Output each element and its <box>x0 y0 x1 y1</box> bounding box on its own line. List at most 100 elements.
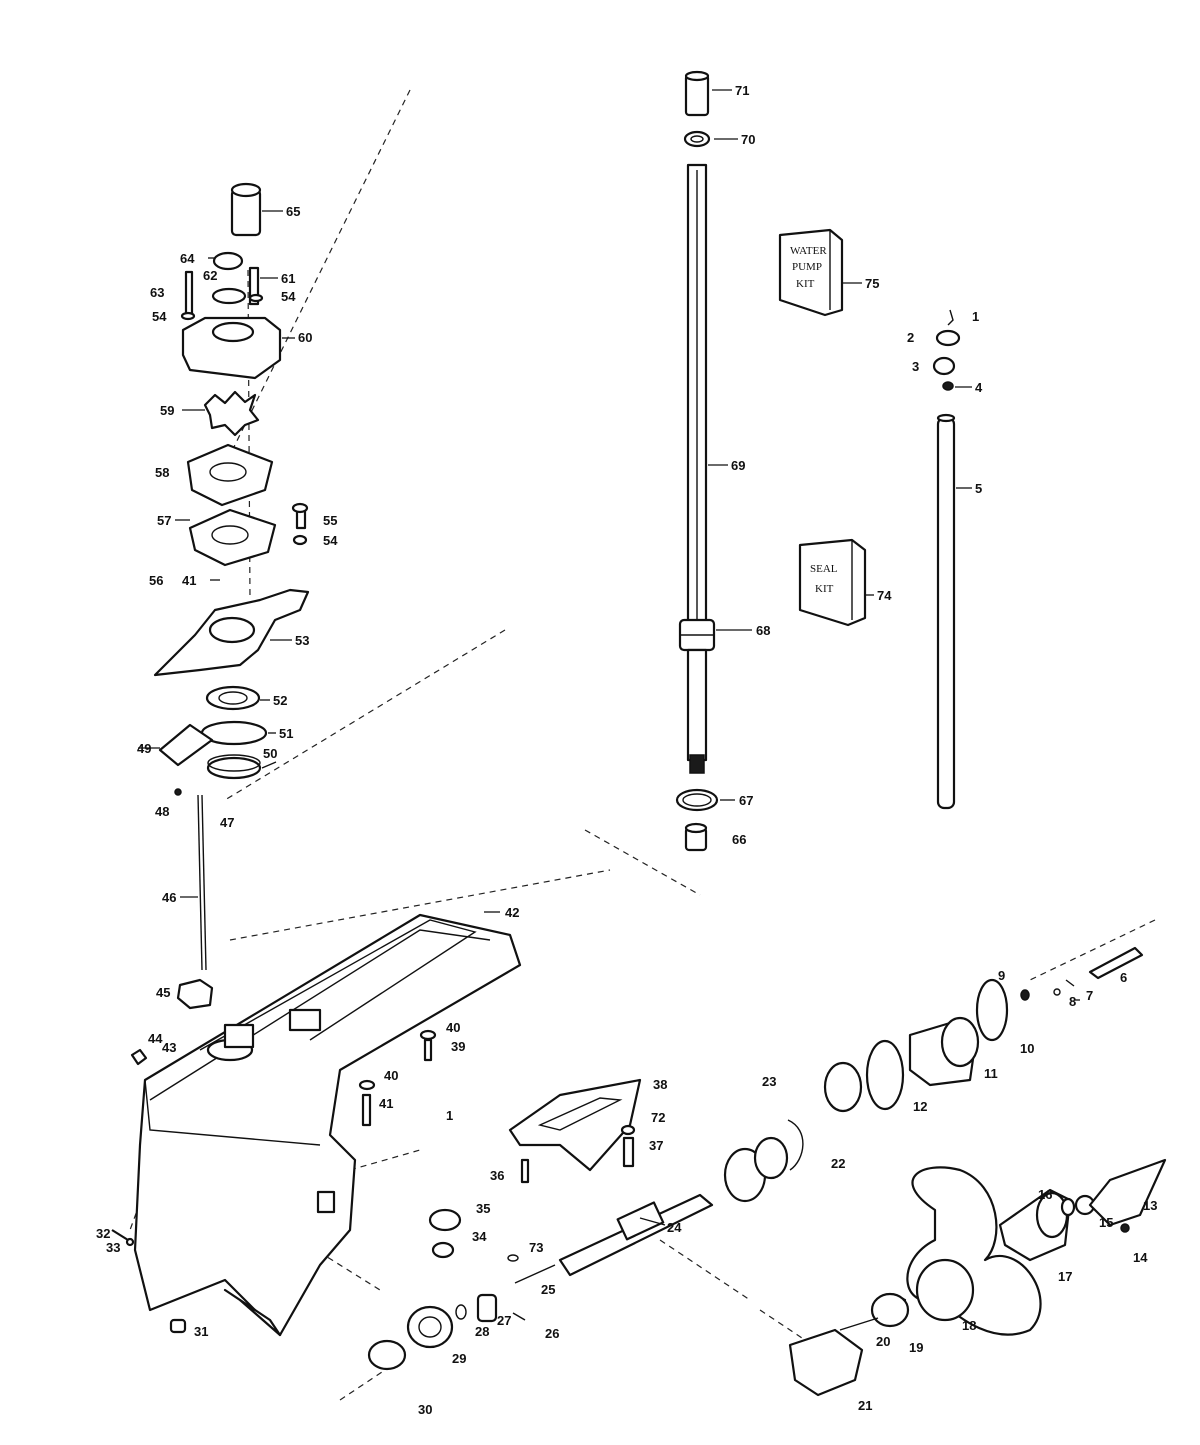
part-54-washer-a <box>180 311 196 321</box>
callout-14: 14 <box>1133 1250 1148 1265</box>
part-61-screw <box>248 266 260 306</box>
callout-3: 3 <box>912 359 919 374</box>
seal-kit-label-2: KIT <box>815 583 834 595</box>
part-40-washer-b <box>358 1079 376 1091</box>
callout-58: 58 <box>155 465 169 480</box>
callout-29: 29 <box>452 1351 466 1366</box>
callout-52: 52 <box>273 693 287 708</box>
seal-kit-label-1: SEAL <box>810 563 838 575</box>
callout-61: 61 <box>281 271 295 286</box>
shift-rod-assembly <box>932 309 961 810</box>
part-49-seal <box>158 723 214 767</box>
part-35-pinion-nut <box>428 1208 462 1232</box>
callout-31: 31 <box>194 1324 208 1339</box>
part-36-screw <box>520 1158 530 1184</box>
callout-12: 12 <box>913 1099 927 1114</box>
part-48-pin <box>174 788 182 796</box>
callout-21: 21 <box>858 1398 872 1413</box>
shift-shaft <box>174 788 214 1010</box>
part-13-cone <box>1088 1158 1167 1227</box>
housing-nameplate <box>316 1190 336 1214</box>
part-73-ring <box>507 1254 519 1262</box>
part-34-pinion <box>431 1241 455 1259</box>
callout-16: 16 <box>1038 1187 1052 1202</box>
callout-71: 71 <box>735 83 749 98</box>
part-21-thrust-hub <box>788 1328 864 1397</box>
callout-26: 26 <box>545 1326 559 1341</box>
callout-46: 46 <box>162 890 176 905</box>
callout-41-mark: 41 <box>182 573 196 588</box>
callout-48: 48 <box>155 804 169 819</box>
callout-17: 17 <box>1058 1269 1072 1284</box>
part-22-ring <box>787 1119 804 1171</box>
callout-53: 53 <box>295 633 309 648</box>
callout-9: 9 <box>998 968 1005 983</box>
callout-36: 36 <box>490 1168 504 1183</box>
callout-11: 11 <box>984 1066 998 1081</box>
part-38-anode <box>508 1078 642 1172</box>
water-pump-stack <box>153 182 310 780</box>
callout-13: 13 <box>1143 1198 1157 1213</box>
part-58-gasket <box>186 443 274 507</box>
callout-47: 47 <box>220 815 234 830</box>
part-67-shim <box>675 788 719 812</box>
callout-15: 15 <box>1099 1215 1113 1230</box>
part-52-seal <box>205 685 261 711</box>
gear-housing <box>133 913 522 1337</box>
part-60-pump-housing <box>181 316 282 380</box>
part-2-bushing <box>935 329 961 347</box>
callout-65: 65 <box>286 204 300 219</box>
callout-49: 49 <box>137 741 151 756</box>
callout-62: 62 <box>203 268 217 283</box>
callout-6: 6 <box>1120 970 1127 985</box>
drive-shaft-assembly <box>675 70 719 852</box>
callout-54a: 54 <box>281 289 296 304</box>
callout-20: 20 <box>876 1334 890 1349</box>
part-62-seal <box>211 287 247 305</box>
part-7-clip <box>1065 979 1075 987</box>
callout-1: 1 <box>972 309 979 324</box>
part-27-clutch <box>476 1293 498 1323</box>
callout-32: 32 <box>96 1226 110 1241</box>
callout-10: 10 <box>1020 1041 1034 1056</box>
callout-35: 35 <box>476 1201 490 1216</box>
part-6-screw <box>1088 946 1144 980</box>
part-63-screw <box>184 270 194 316</box>
part-12-o-ring <box>865 1039 905 1111</box>
callout-40b: 40 <box>384 1068 398 1083</box>
part-54-washer-b <box>248 293 264 303</box>
water-pump-kit-box: WATER PUMP KIT <box>778 228 844 317</box>
callout-57: 57 <box>157 513 171 528</box>
part-30-bearing <box>367 1339 407 1371</box>
water-pump-kit-label-1: WATER <box>790 245 827 257</box>
callout-74: 74 <box>877 588 892 603</box>
callout-72: 72 <box>651 1110 665 1125</box>
part-54-washer-c <box>292 534 308 546</box>
bearing-carrier <box>865 946 1144 1111</box>
callout-22: 22 <box>831 1156 845 1171</box>
callout-45: 45 <box>156 985 170 1000</box>
part-37-screw <box>622 1136 635 1168</box>
callout-68: 68 <box>756 623 770 638</box>
part-19-hub <box>915 1258 975 1322</box>
callout-38: 38 <box>653 1077 667 1092</box>
part-23-gear <box>823 1061 863 1113</box>
callout-70: 70 <box>741 132 755 147</box>
callout-41: 41 <box>379 1096 393 1111</box>
callout-30: 30 <box>418 1402 432 1417</box>
callout-73: 73 <box>529 1240 543 1255</box>
part-39-screw <box>423 1038 433 1062</box>
callout-37: 37 <box>649 1138 663 1153</box>
part-1-clip <box>947 309 954 326</box>
part-46-shaft <box>197 794 203 971</box>
part-25-pin <box>514 1264 556 1284</box>
callout-39: 39 <box>451 1039 465 1054</box>
part-57-plate <box>188 508 277 567</box>
callout-55: 55 <box>323 513 337 528</box>
callout-43: 43 <box>162 1040 176 1055</box>
water-pump-kit-label-2: PUMP <box>792 261 822 273</box>
callout-54b: 54 <box>152 309 167 324</box>
callout-64: 64 <box>180 251 195 266</box>
callout-54c: 54 <box>323 533 338 548</box>
